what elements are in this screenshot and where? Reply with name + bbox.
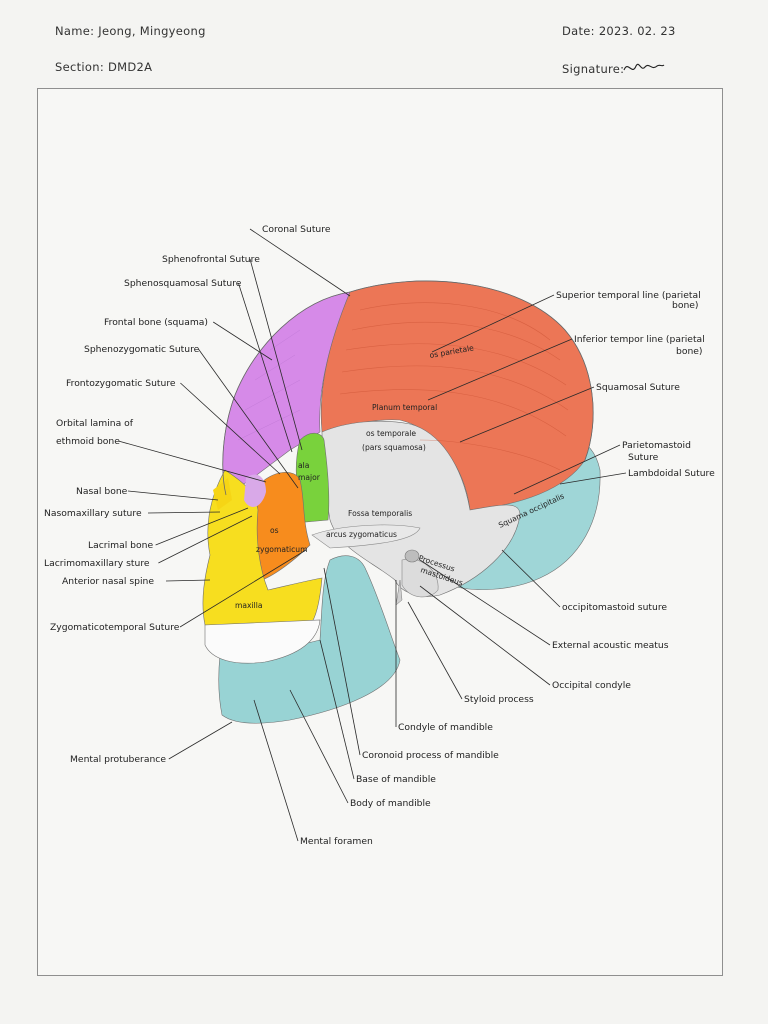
leader-line-26 — [407, 601, 463, 700]
leader-line-14 — [168, 721, 233, 760]
leader-line-25 — [419, 585, 551, 686]
leader-line-15 — [431, 294, 555, 353]
inner-label-13: maxilla — [235, 601, 263, 610]
label-12: Anterior nasal spine — [62, 576, 154, 587]
label-15: Superior temporal line (parietal — [556, 290, 701, 301]
inner-label-1: Planum temporal — [372, 403, 437, 412]
label-0: Coronal Suture — [262, 224, 331, 235]
leader-line-22 — [559, 472, 627, 485]
label-10: Lacrimal bone — [88, 540, 153, 551]
leader-line-7 — [118, 440, 267, 483]
leader-line-19 — [459, 386, 595, 443]
temporal-bone — [321, 420, 521, 597]
leader-line-12 — [165, 579, 211, 582]
leader-line-30 — [289, 689, 349, 804]
label-1: Sphenofrontal Suture — [162, 254, 260, 265]
leader-line-5 — [180, 382, 281, 475]
leader-line-2 — [238, 282, 293, 453]
leader-line-3 — [212, 321, 273, 361]
label-20: Parietomastoid — [622, 440, 691, 451]
leader-line-0 — [249, 228, 351, 297]
label-23: occipitomastoid suture — [562, 602, 667, 613]
label-3: Frontal bone (squama) — [104, 317, 208, 328]
label-17: Inferior tempor line (parietal — [574, 334, 705, 345]
label-7: ethmoid bone — [56, 436, 120, 447]
orbit — [244, 474, 266, 507]
signature-scribble — [623, 63, 665, 71]
label-22: Lambdoidal Suture — [628, 468, 715, 479]
inner-label-5: major — [298, 473, 321, 482]
label-5: Frontozygomatic Suture — [66, 378, 176, 389]
inner-label-3: (pars squamosa) — [362, 443, 426, 452]
leader-line-29 — [319, 639, 355, 780]
student-name: Name: Jeong, Mingyeong — [55, 24, 206, 38]
styloid-process-shape — [395, 579, 403, 606]
leader-line-8 — [127, 490, 219, 501]
zygomatic-arch — [311, 524, 421, 549]
nasal-bone — [213, 478, 232, 510]
label-6: Orbital lamina of — [56, 418, 134, 429]
leader-line-20 — [513, 444, 621, 495]
section-code: Section: DMD2A — [55, 60, 153, 74]
maxilla — [202, 469, 323, 626]
label-30: Body of mandible — [350, 798, 431, 809]
leader-line-23 — [501, 549, 561, 608]
inner-label-6: Fossa temporalis — [348, 509, 412, 518]
label-18: bone) — [676, 346, 703, 357]
label-14: Mental protuberance — [70, 754, 166, 765]
label-9: Nasomaxillary suture — [44, 508, 142, 519]
leader-line-13 — [179, 549, 307, 628]
inner-label-9: zygomaticum — [256, 545, 307, 554]
teeth — [204, 619, 321, 664]
label-26: Styloid process — [464, 694, 534, 705]
label-24: External acoustic meatus — [552, 640, 669, 651]
label-28: Coronoid process of mandible — [362, 750, 499, 761]
signature-label: Signature: — [562, 62, 625, 76]
leader-line-9 — [147, 511, 221, 514]
label-8: Nasal bone — [76, 486, 128, 497]
leader-line-24 — [419, 559, 551, 646]
mandible — [218, 555, 401, 724]
inner-label-7: arcus zygomaticus — [326, 530, 397, 539]
leader-line-17 — [427, 338, 573, 401]
label-21: Suture — [628, 452, 659, 463]
leader-line-4 — [198, 348, 299, 489]
label-2: Sphenosquamosal Suture — [124, 278, 242, 289]
mastoid-process — [401, 558, 439, 598]
leader-line-10 — [155, 507, 249, 546]
label-27: Condyle of mandible — [398, 722, 493, 733]
leader-line-28 — [323, 567, 361, 756]
leader-line-1 — [249, 258, 303, 451]
inner-label-4: ala — [298, 461, 309, 470]
date: Date: 2023. 02. 23 — [562, 24, 676, 38]
label-31: Mental foramen — [300, 836, 373, 847]
label-25: Occipital condyle — [552, 680, 631, 691]
leader-line-11 — [158, 515, 253, 564]
label-16: bone) — [672, 300, 699, 311]
label-13: Zygomaticotemporal Suture — [50, 622, 180, 633]
external-acoustic-meatus-hole — [404, 549, 420, 563]
label-4: Sphenozygomatic Suture — [84, 344, 200, 355]
inner-label-2: os temporale — [366, 429, 416, 438]
label-29: Base of mandible — [356, 774, 436, 785]
leader-line-31 — [253, 699, 299, 842]
label-11: Lacrimomaxillary sture — [44, 558, 150, 569]
inner-label-8: os — [270, 526, 279, 535]
label-19: Squamosal Suture — [596, 382, 680, 393]
